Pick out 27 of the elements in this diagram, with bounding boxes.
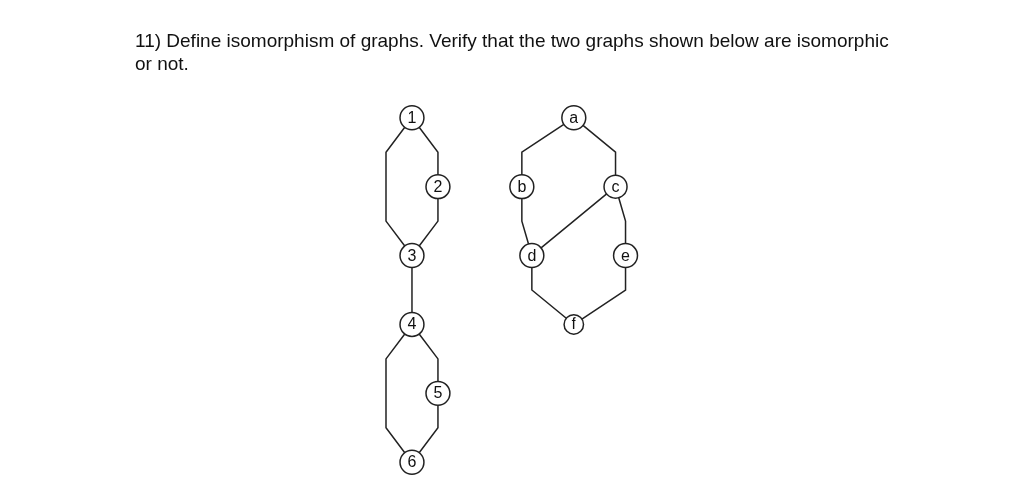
connector: [418, 333, 439, 383]
connector: [411, 266, 413, 314]
question-text: 11) Define isomorphism of graphs. Verify that the two graphs shown below are isomorphic or not.: [135, 30, 890, 76]
connector: [521, 123, 565, 176]
node-circle: 1: [399, 105, 425, 131]
connector: [531, 266, 568, 320]
connector: [418, 126, 439, 176]
connector: [581, 266, 627, 320]
connector: [521, 197, 530, 245]
node-circle: 2: [425, 173, 451, 200]
node-circle: 6: [399, 449, 425, 475]
node-circle: 3: [399, 242, 425, 269]
node-circle: 4: [399, 311, 425, 338]
connector: [385, 333, 406, 454]
connector: [618, 196, 627, 245]
node-circle: 5: [425, 380, 451, 407]
connector: [418, 197, 439, 247]
node-circle: a: [561, 105, 587, 131]
connector: [582, 124, 617, 176]
node-circle: d: [519, 242, 545, 269]
node-circle: f: [563, 314, 585, 335]
node-circle: c: [603, 174, 629, 199]
node-circle: b: [509, 173, 535, 200]
node-circle: e: [613, 242, 639, 269]
connector: [385, 126, 406, 247]
connector: [540, 193, 608, 249]
connector: [418, 404, 439, 454]
